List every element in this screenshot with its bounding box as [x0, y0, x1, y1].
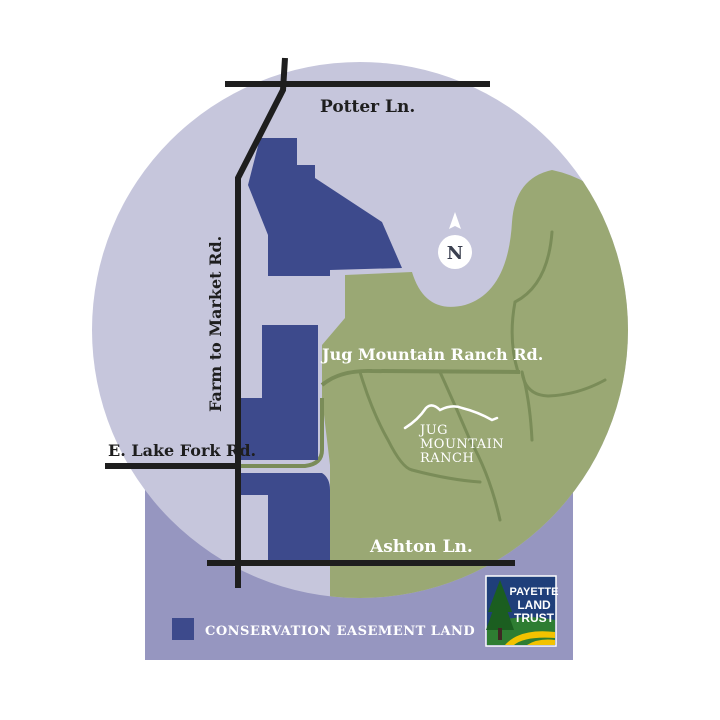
potter-lane-label: Potter Ln. [320, 97, 415, 117]
ranch-trails [358, 230, 607, 522]
easement-parcel-middle [240, 325, 318, 460]
farm-to-market-road-label: Farm to Market Rd. [206, 236, 225, 412]
logo-line3: TRUST [514, 611, 555, 625]
farm-to-market-road-line [235, 57, 288, 588]
north-arrow-icon [438, 212, 472, 269]
jug-mountain-ranch-road [320, 368, 521, 387]
ranch-land [322, 170, 628, 598]
legend-swatch [172, 618, 194, 640]
legend-label: CONSERVATION EASEMENT LAND [205, 624, 475, 639]
easement-parcel-south [240, 473, 330, 560]
ranch-mountain-icon [403, 404, 499, 430]
east-lake-fork-road-label: E. Lake Fork Rd. [108, 441, 256, 460]
north-arrow-label: N [447, 243, 463, 264]
main-roads [105, 57, 515, 588]
ashton-lane-label: Ashton Ln. [369, 537, 473, 557]
ranch-name-line2: MOUNTAIN [420, 437, 504, 452]
payette-land-trust-logo [485, 575, 557, 647]
easement-parcel-north [248, 138, 402, 276]
ranch-name-line1: JUG [418, 423, 448, 438]
logo-line1: PAYETTE [510, 586, 559, 598]
jug-mountain-ranch-road-label: Jug Mountain Ranch Rd. [320, 345, 543, 364]
ranch-name-line3: RANCH [420, 451, 474, 466]
pine-tree-icon [486, 580, 514, 640]
lake-fork-road-ranch-section [240, 398, 324, 468]
logo-line2: LAND [517, 598, 551, 612]
